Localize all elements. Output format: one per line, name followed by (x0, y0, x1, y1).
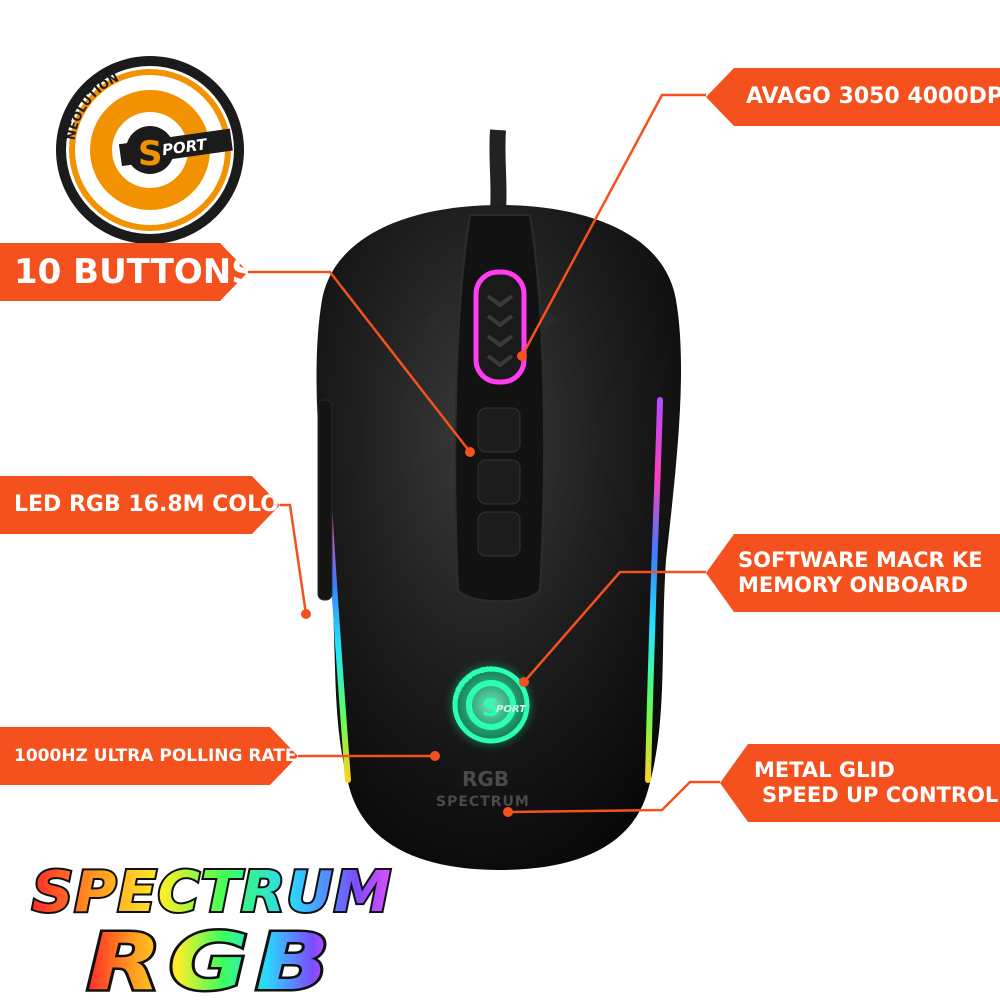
dpi-button (477, 407, 521, 453)
callout-text-line1: METAL GLID (754, 757, 895, 782)
dpi-button (477, 511, 521, 557)
right-arrow-icon (544, 310, 560, 330)
callout-text-line1: SOFTWARE MACR KE (738, 547, 983, 572)
badge-letters: PORT (496, 704, 527, 715)
left-arrow-icon (424, 310, 440, 330)
callout-polling-rate: 1000HZ ULTRA POLLING RATE (0, 727, 298, 785)
gaming-mouse: S PORT NEOLUTION RGB SPECTRUM (316, 205, 682, 870)
callout-metal-glide: METAL GLID SPEED UP CONTROL (720, 744, 1000, 822)
callout-10-buttons: 10 BUTTONS (0, 243, 248, 301)
callout-text-line2: MEMORY ONBOARD (738, 573, 969, 597)
logo-initial: S (138, 134, 163, 174)
leader-lines (248, 93, 720, 814)
callout-text: LED RGB 16.8M COLORS (14, 491, 312, 517)
title-rgb: RGB (87, 918, 337, 1000)
right-rgb-strip (645, 397, 663, 783)
spectrum-rgb-title: SPECTRUM RGB (30, 858, 393, 1000)
callout-text-line2: SPEED UP CONTROL (762, 783, 999, 807)
mouse-cable (489, 129, 507, 211)
callout-text: AVAGO 3050 4000DPI (746, 83, 1000, 109)
mouse-spectrum-text: SPECTRUM (436, 794, 530, 810)
side-button (317, 399, 333, 601)
mouse-rgb-text: RGB (462, 767, 509, 791)
title-spectrum: SPECTRUM (32, 860, 392, 925)
leader-dots (301, 351, 529, 817)
rgb-logo-badge (452, 666, 530, 744)
callout-text: 10 BUTTONS (14, 251, 256, 292)
callout-led-rgb: LED RGB 16.8M COLORS (0, 476, 280, 534)
callout-software-macro: SOFTWARE MACR KE MEMORY ONBOARD (706, 534, 1000, 612)
callout-text: 1000HZ ULTRA POLLING RATE (14, 745, 297, 766)
badge-initial: S (482, 694, 499, 722)
brand-logo: S PORT NEOLUTION (56, 56, 244, 244)
dpi-button (477, 459, 521, 505)
callout-sensor: AVAGO 3050 4000DPI (706, 68, 1000, 126)
